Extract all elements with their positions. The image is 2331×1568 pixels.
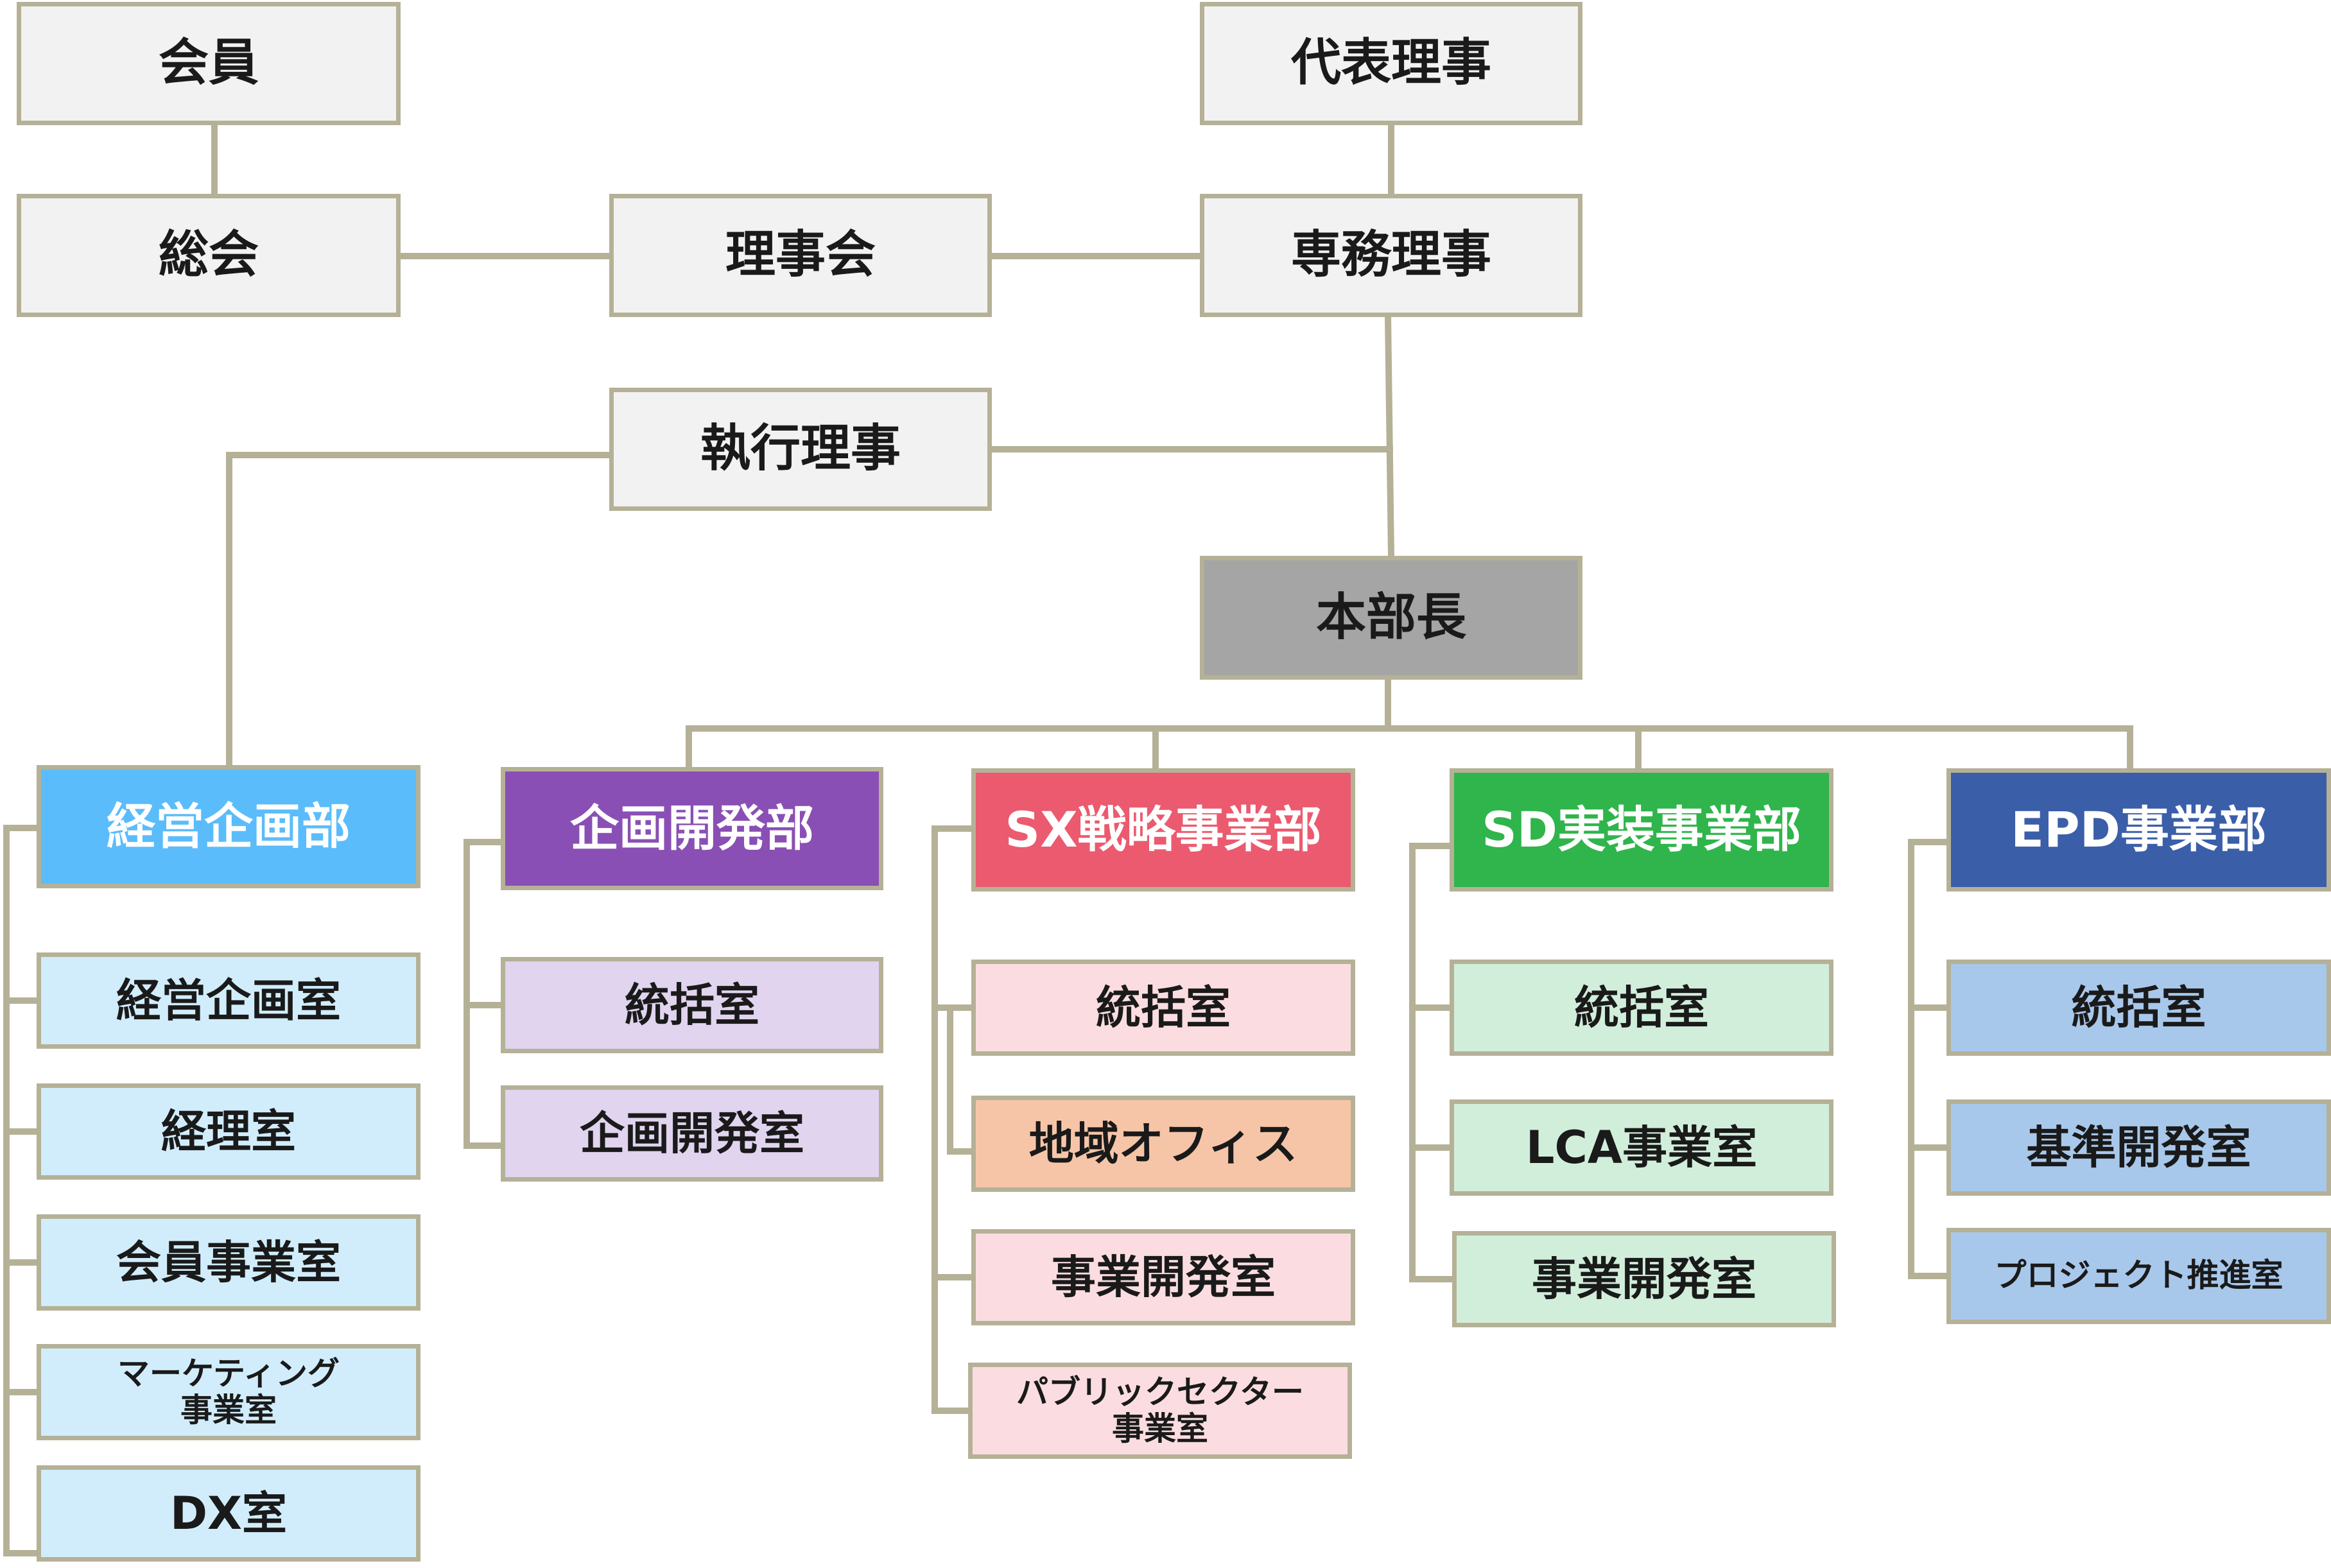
room-label: プロジェクト推進室 xyxy=(1994,1257,2283,1295)
connector-dept-bus xyxy=(686,725,2133,770)
connector-epd-spine xyxy=(1908,839,1950,1279)
room-label: 経営企画室 xyxy=(116,974,341,1027)
connector-senmu-honbucho xyxy=(1384,312,1395,560)
connector-shikko-keiei xyxy=(226,452,612,768)
room-label: 事業開発室 xyxy=(1051,1250,1276,1304)
room-sd-tokatsu: 統括室 xyxy=(1450,960,1833,1056)
dept-kikaku-kaihatsu: 企画開発部 xyxy=(501,767,883,890)
box-label: 会員 xyxy=(158,34,259,92)
room-label-line1: マーケティング xyxy=(117,1354,340,1392)
room-kijun-kaihatsu: 基準開発室 xyxy=(1946,1099,2331,1196)
room-label: 企画開発室 xyxy=(580,1107,804,1160)
room-label: 事業開発室 xyxy=(1532,1252,1756,1305)
box-label: 専務理事 xyxy=(1290,226,1491,284)
room-kikaku-tokatsu: 統括室 xyxy=(501,957,883,1053)
room-label: 基準開発室 xyxy=(2026,1121,2251,1174)
room-label: 統括室 xyxy=(2071,981,2206,1034)
dept-sx-senryaku: SX戦略事業部 xyxy=(971,768,1355,892)
connector-sx-spine xyxy=(932,825,975,1414)
dept-sd-jisso: SD実装事業部 xyxy=(1450,768,1833,892)
box-label: 執行理事 xyxy=(700,420,901,478)
connector-sx-office xyxy=(947,1004,975,1155)
box-shikko-riji: 執行理事 xyxy=(609,388,992,511)
room-kikaku-kaihatsu: 企画開発室 xyxy=(501,1085,883,1182)
room-dx: DX室 xyxy=(37,1465,420,1562)
room-label: 統括室 xyxy=(625,978,759,1031)
dept-label: SD実装事業部 xyxy=(1482,801,1801,859)
dept-label: 経営企画部 xyxy=(107,798,351,856)
room-lca-jigyo: LCA事業室 xyxy=(1450,1099,1833,1196)
room-label-line2: 事業室 xyxy=(180,1391,277,1429)
box-kaiin: 会員 xyxy=(17,2,401,125)
dept-epd-jigyo: EPD事業部 xyxy=(1946,768,2331,892)
box-soukai: 総会 xyxy=(17,194,401,317)
room-label-line1: パブリックセクター xyxy=(1016,1373,1304,1411)
room-label: DX室 xyxy=(169,1486,288,1540)
room-label: 経理室 xyxy=(161,1105,296,1158)
room-sx-jigyo-kaihatsu: 事業開発室 xyxy=(971,1229,1355,1325)
room-project-suishin: プロジェクト推進室 xyxy=(1946,1228,2331,1324)
room-keiei-kikaku: 経営企画室 xyxy=(37,952,420,1049)
room-public-sector: パブリックセクター 事業室 xyxy=(968,1363,1352,1459)
room-label: 会員事業室 xyxy=(116,1236,341,1289)
box-label: 理事会 xyxy=(725,226,876,284)
box-label: 本部長 xyxy=(1315,588,1466,646)
room-label: LCA事業室 xyxy=(1525,1121,1758,1174)
room-label: 地域オフィス xyxy=(1028,1117,1298,1170)
room-keiri: 経理室 xyxy=(37,1083,420,1180)
dept-label: 企画開発部 xyxy=(570,800,814,857)
box-daihyo-riji: 代表理事 xyxy=(1200,2,1582,125)
box-honbucho: 本部長 xyxy=(1200,556,1582,680)
room-sd-jigyo-kaihatsu: 事業開発室 xyxy=(1452,1231,1836,1327)
room-epd-tokatsu: 統括室 xyxy=(1946,960,2331,1056)
connector-keiei-spine xyxy=(3,825,40,1556)
dept-label: EPD事業部 xyxy=(2011,801,2267,859)
room-label: 統括室 xyxy=(1096,981,1231,1034)
room-kaiin-jigyo: 会員事業室 xyxy=(37,1214,420,1311)
box-rijikai: 理事会 xyxy=(609,194,992,317)
connector-sd-spine xyxy=(1409,843,1453,1282)
room-sx-tokatsu: 統括室 xyxy=(971,960,1355,1056)
dept-label: SX戦略事業部 xyxy=(1005,801,1322,859)
connector-kikaku-spine xyxy=(464,839,504,1149)
box-senmu-riji: 専務理事 xyxy=(1200,194,1582,317)
room-chiiki-office: 地域オフィス xyxy=(971,1096,1355,1192)
room-label-line2: 事業室 xyxy=(1112,1410,1208,1447)
room-marketing-jigyo: マーケティング 事業室 xyxy=(37,1344,420,1440)
box-label: 代表理事 xyxy=(1290,34,1491,92)
room-label: 統括室 xyxy=(1574,981,1709,1034)
box-label: 総会 xyxy=(158,226,259,284)
dept-keiei-kikaku: 経営企画部 xyxy=(37,765,420,888)
